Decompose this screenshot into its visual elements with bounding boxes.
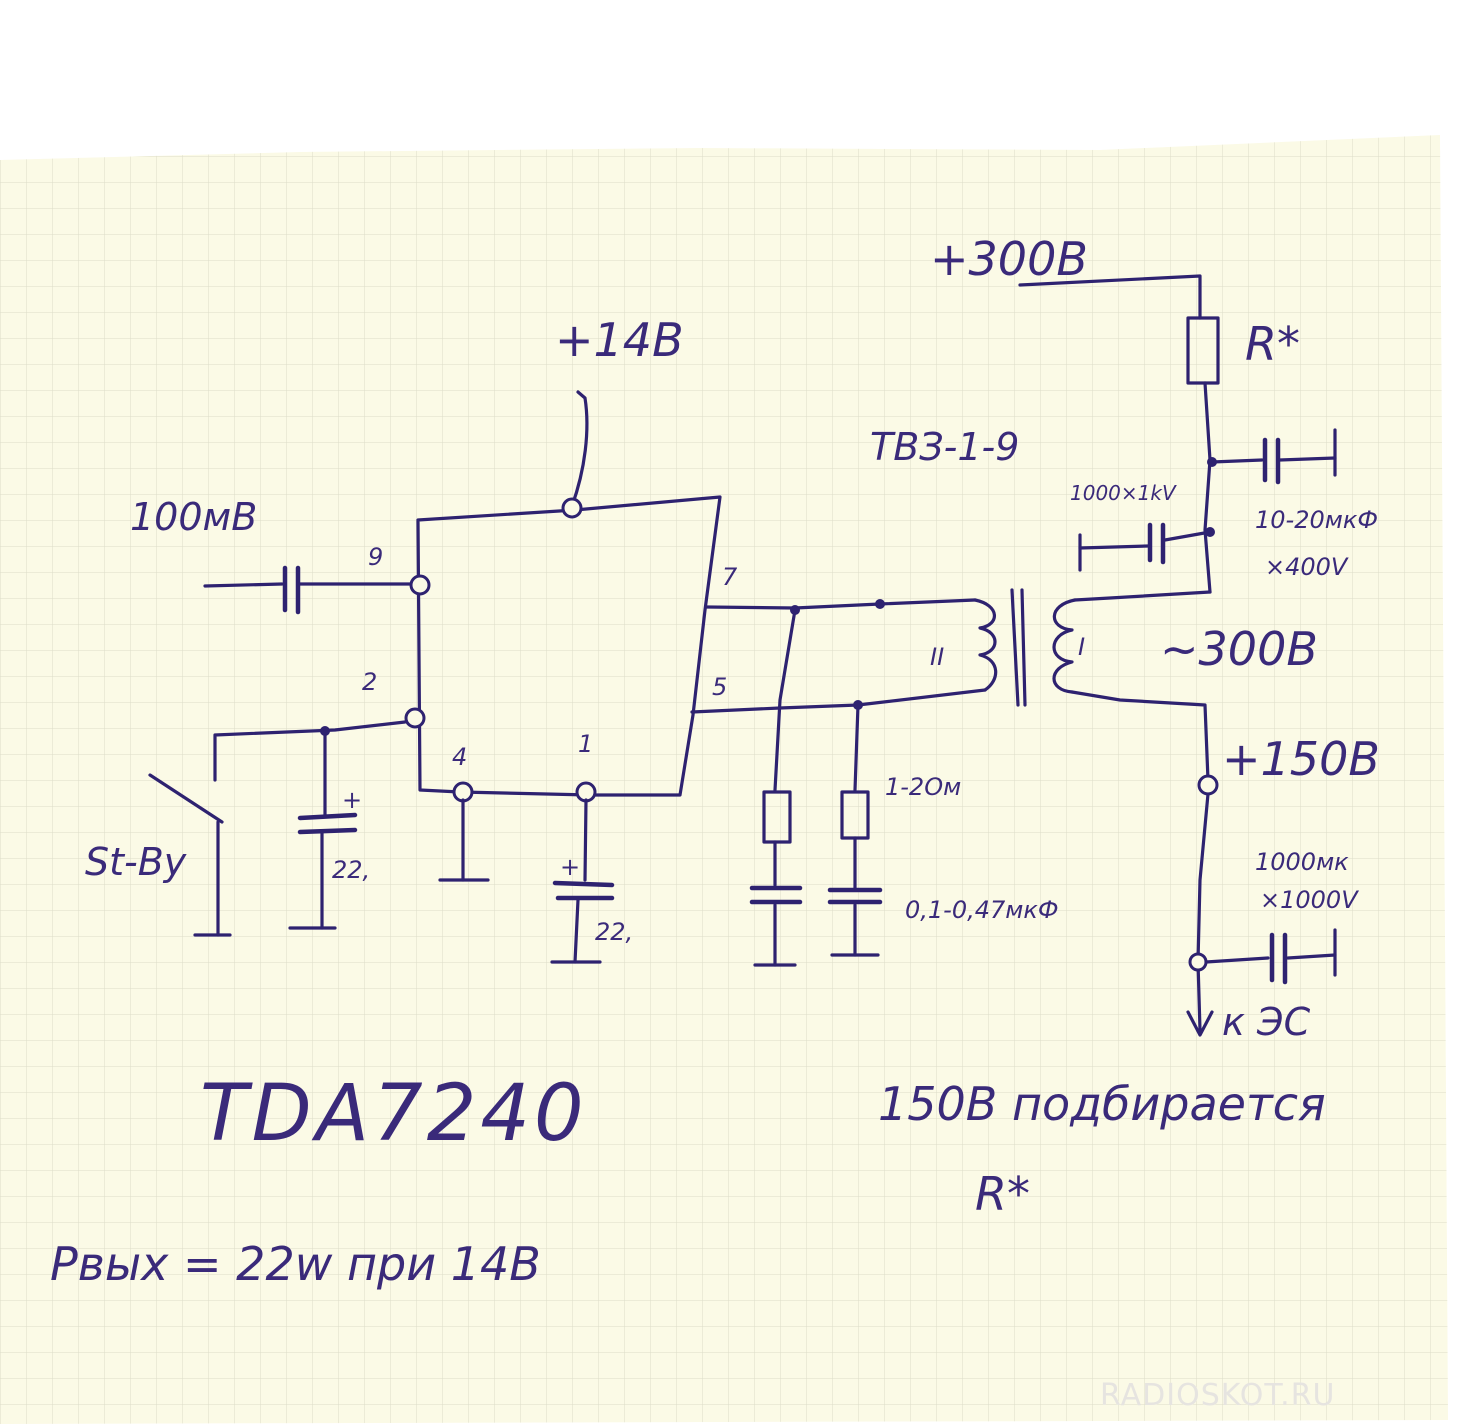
pin-9-label: 9 — [368, 543, 383, 571]
supply-14v-wire — [561, 390, 589, 519]
to-es-label: к ЭС — [1222, 1000, 1311, 1044]
transformer — [973, 588, 1212, 782]
pin-4-ground — [438, 781, 490, 882]
note-rstar-label: R* — [975, 1167, 1030, 1221]
hv-150-output — [1186, 774, 1337, 1037]
cap-1000-1kv — [1078, 522, 1212, 572]
cap-10-20 — [1210, 428, 1337, 485]
chip-label: TDA7240 — [200, 1069, 588, 1159]
input-level-label: 100мВ — [130, 495, 257, 539]
input-capacitor — [203, 565, 431, 615]
note-150-label: 150В подбирается — [878, 1077, 1326, 1131]
hv-rail — [1018, 274, 1220, 594]
standby-network — [148, 707, 426, 937]
pin-7-label: 7 — [722, 563, 738, 591]
cap-1000-1kv-label: 1000×1kV — [1070, 481, 1177, 505]
snubber-right — [827, 703, 883, 957]
cap-22-b-label: 22, — [595, 918, 633, 946]
pin-5-label: 5 — [712, 673, 727, 701]
cap-10-20-v-label: ×400V — [1265, 553, 1349, 581]
supply-150v-label: +150В — [1222, 732, 1380, 786]
snubber-left — [749, 608, 803, 967]
cap-10-20-label: 10-20мкФ — [1255, 506, 1378, 534]
pin-2-label: 2 — [362, 668, 377, 696]
cap-1000uf-v-label: ×1000V — [1260, 886, 1359, 914]
pin-4-label: 4 — [452, 743, 467, 771]
standby-label: St-By — [85, 840, 187, 884]
cap-1000uf-label: 1000мк — [1255, 848, 1349, 876]
winding-1-label: I — [1078, 633, 1085, 661]
snubber-c-label: 0,1-0,47мкФ — [905, 896, 1059, 924]
pin-1-capacitor — [550, 781, 615, 964]
cap-22-a-label: 22, — [332, 856, 370, 884]
power-out-label: Pвых = 22w при 14В — [50, 1237, 541, 1291]
supply-14v-label: +14В — [555, 313, 684, 367]
tube-ref-label: ТВЗ-1-9 — [870, 425, 1019, 469]
supply-300v-label: +300В — [930, 232, 1088, 286]
resistor-rstar-label: R* — [1245, 317, 1300, 371]
cap-22-b-plus: + — [560, 853, 580, 881]
snubber-r-label: 1-2Ом — [885, 773, 961, 801]
ic-body — [416, 495, 722, 797]
winding-300-label: ~300В — [1160, 622, 1318, 676]
pin-1-label: 1 — [578, 730, 593, 758]
winding-2-label: II — [930, 643, 944, 671]
watermark: RADIOSKOT.RU — [1100, 1378, 1336, 1413]
cap-22-a-plus: + — [342, 786, 362, 814]
paper-grid — [0, 135, 1448, 1424]
output-wires — [690, 598, 987, 714]
